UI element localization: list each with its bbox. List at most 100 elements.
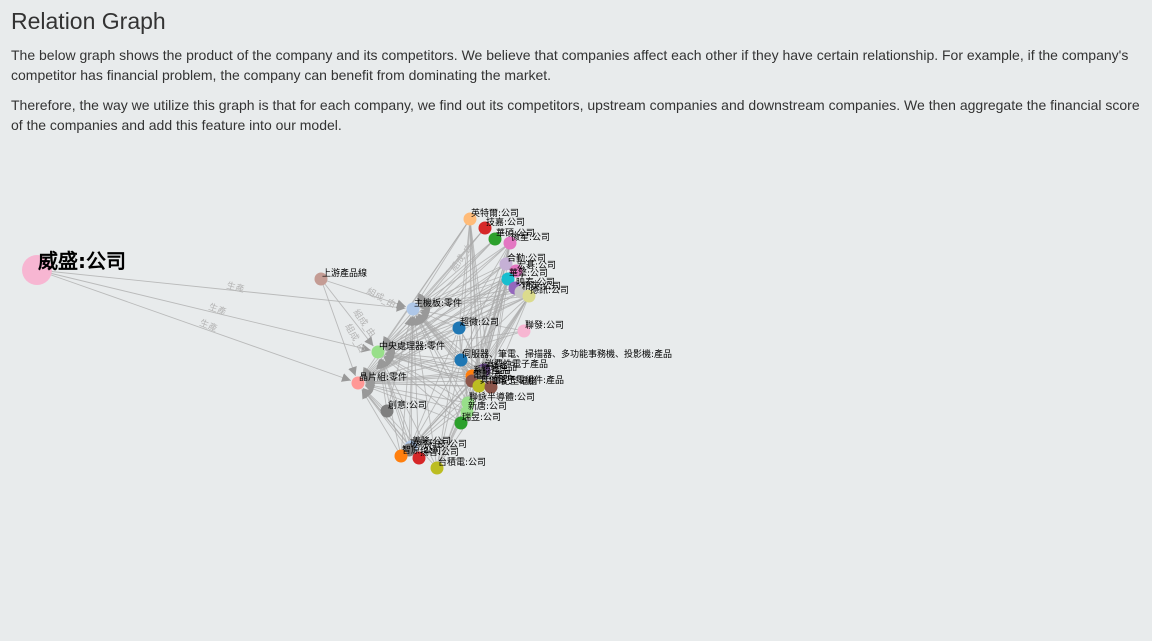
edge-relation <box>385 330 525 355</box>
edge-relation <box>362 388 438 469</box>
edge-cross <box>436 367 460 469</box>
edge-cross <box>436 335 459 469</box>
graph-node[interactable] <box>463 212 477 226</box>
graph-node[interactable] <box>314 272 328 286</box>
focus-node[interactable] <box>22 255 52 285</box>
graph-node[interactable] <box>406 302 420 316</box>
method-paragraph: Therefore, the way we utilize this graph… <box>11 97 1140 133</box>
graph-node-label: 揚智:公司 <box>420 446 459 458</box>
graph-node-label: 智原:公司 <box>402 444 441 456</box>
graph-node-label: 網通產品 <box>481 361 517 373</box>
edge-relation <box>384 278 509 349</box>
edge-cross <box>483 295 530 367</box>
graph-node[interactable] <box>517 324 531 338</box>
graph-node[interactable] <box>503 236 517 250</box>
graph-node-label: 技嘉:公司 <box>486 216 525 228</box>
graph-node-label: 華碩:公司 <box>496 227 535 239</box>
edge-relation <box>365 378 473 388</box>
edge-relation <box>383 242 511 348</box>
edge-relation <box>361 389 402 457</box>
graph-node-label: 微星:公司 <box>511 231 550 243</box>
graph-node[interactable] <box>371 345 385 359</box>
edge-relation <box>400 316 417 457</box>
graph-node-label: 合勤:公司 <box>507 252 546 264</box>
edge-label: 生產 <box>225 279 245 295</box>
graph-node-label: 其他電子零組件:產品 <box>480 374 564 386</box>
graph-edges <box>36 218 530 469</box>
graph-node-label: 系統產品 <box>473 364 509 376</box>
edge-upstream <box>320 278 357 377</box>
graph-node-label: 消費性電子產品 <box>485 358 548 370</box>
graph-node-label: 電腦:產品 <box>473 369 512 381</box>
edge-relation <box>383 356 462 424</box>
graph-node[interactable] <box>454 353 468 367</box>
graph-node-label: 映泰:公司 <box>516 276 555 288</box>
graph-node-label: 撼訊:公司 <box>530 284 569 296</box>
edge-cross <box>459 335 469 404</box>
graph-node[interactable] <box>454 416 468 430</box>
edge-cross <box>469 218 484 363</box>
graph-node-label: 華擎:公司 <box>509 267 548 279</box>
graph-node[interactable] <box>488 232 502 246</box>
edge-produce <box>36 269 371 353</box>
edge-cross <box>408 334 457 451</box>
graph-node[interactable] <box>394 449 408 463</box>
edge-relation <box>419 263 507 307</box>
edge-relation <box>383 238 496 348</box>
graph-node[interactable] <box>478 221 492 235</box>
edge-relation <box>418 313 481 374</box>
edge-cross <box>436 392 488 469</box>
edge-relation <box>385 327 460 352</box>
graph-node[interactable] <box>351 376 365 390</box>
edge-cross <box>408 366 458 451</box>
edge-produce <box>36 269 352 382</box>
graph-node-label: 精英:公司 <box>522 280 561 292</box>
edge-relation <box>380 358 438 469</box>
graph-node-label: 主機板:零件 <box>414 297 462 309</box>
edge-upstream <box>320 278 407 309</box>
graph-node[interactable] <box>484 380 498 394</box>
graph-node-label: 超微:公司 <box>460 316 499 328</box>
edge-cross <box>469 218 491 380</box>
edge-label: 組成_由 <box>365 285 398 310</box>
edge-cross <box>493 295 530 381</box>
edge-relation <box>418 238 496 305</box>
graph-node[interactable] <box>430 461 444 475</box>
edge-relation <box>379 358 412 448</box>
graph-node[interactable] <box>499 257 513 271</box>
graph-node[interactable] <box>522 289 536 303</box>
edge-cross <box>469 218 480 366</box>
graph-node-label: 晶片組:零件 <box>359 371 407 383</box>
graph-node-label: 筆記型電腦 <box>492 375 537 387</box>
graph-node[interactable] <box>380 404 394 418</box>
edge-cross <box>459 218 471 321</box>
graph-node-label: 創意:公司 <box>388 399 427 411</box>
edge-relation <box>418 313 485 371</box>
edge-relation <box>416 315 469 404</box>
edge-label: 生產 <box>207 301 228 318</box>
edge-relation <box>362 388 410 451</box>
graph-node-label: 矽統科技:公司 <box>410 438 467 450</box>
edge-cross <box>474 278 509 375</box>
focus-node-label: 威盛:公司 <box>38 249 126 273</box>
graph-node[interactable] <box>509 264 523 278</box>
edge-cross <box>482 295 530 380</box>
page-title: Relation Graph <box>11 8 166 34</box>
graph-node[interactable] <box>472 379 486 393</box>
edge-relation <box>408 316 418 451</box>
graph-node-label: 上游產品線 <box>322 267 367 279</box>
edge-cross <box>469 218 473 374</box>
graph-node-label: 英特爾:公司 <box>471 207 519 219</box>
graph-node[interactable] <box>461 396 475 410</box>
graph-node[interactable] <box>501 272 515 286</box>
edge-relation <box>384 287 516 350</box>
graph-node[interactable] <box>473 366 487 380</box>
edge-relation <box>383 263 507 349</box>
graph-node-label: 台積電:公司 <box>438 456 486 468</box>
graph-node-label: 聯詠半導體:公司 <box>469 391 535 403</box>
graph-node-label: 義隆:公司 <box>412 435 451 447</box>
graph-node[interactable] <box>412 451 426 465</box>
graph-node[interactable] <box>452 321 466 335</box>
edge-cross <box>408 381 468 451</box>
